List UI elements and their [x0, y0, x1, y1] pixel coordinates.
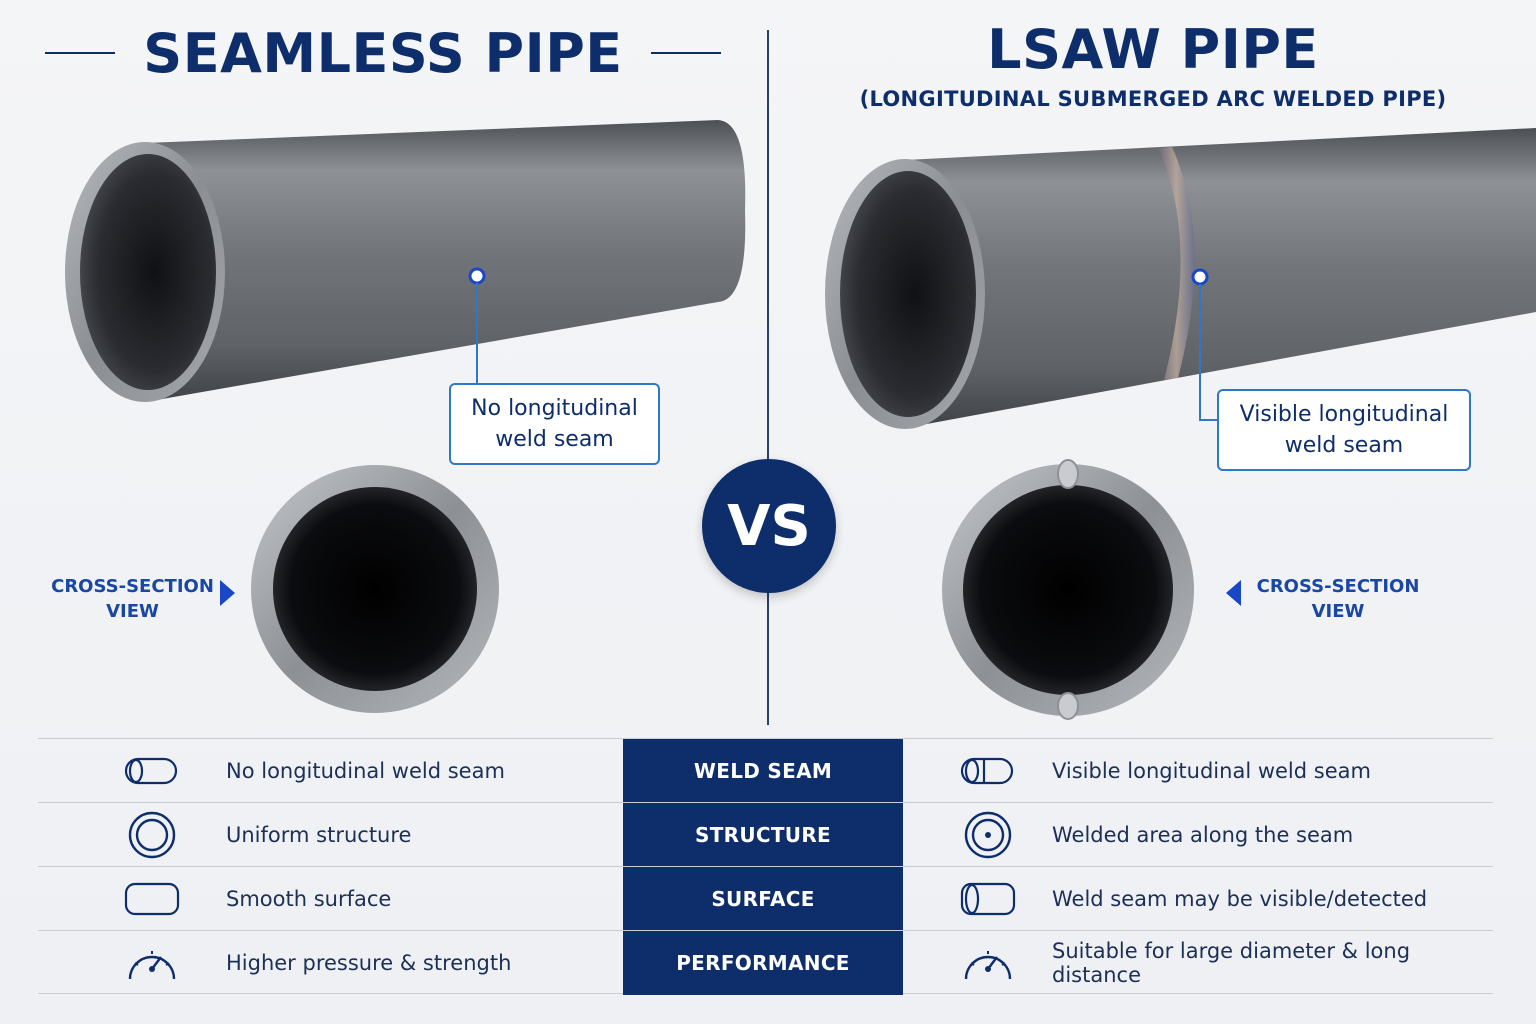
table-row: No longitudinal weld seam WELD SEAM Visi… [38, 738, 1493, 803]
seamless-title-group: SEAMLESS PIPE [0, 18, 766, 88]
lsaw-title: LSAW PIPE [987, 18, 1319, 81]
seamless-cs-line1: CROSS-SECTION [51, 576, 214, 597]
lsaw-performance-text: Suitable for large diameter & long dista… [1052, 939, 1411, 987]
gauge-icon [958, 931, 1018, 995]
seamless-structure-text: Uniform structure [226, 823, 412, 847]
pipe-tube-icon [958, 867, 1018, 931]
seamless-cs-line2: VIEW [106, 601, 159, 622]
pipe-tube-icon [122, 739, 182, 803]
category-weld-seam: WELD SEAM [623, 739, 903, 803]
category-surface: SURFACE [623, 867, 903, 931]
title-rule-left [45, 52, 116, 54]
table-row: Uniform structure STRUCTURE Welded area … [38, 802, 1493, 867]
title-rule-right [650, 52, 721, 54]
category-performance: PERFORMANCE [623, 931, 903, 995]
category-structure: STRUCTURE [623, 803, 903, 867]
lsaw-callout-line1: Visible longitudinal [1239, 402, 1449, 427]
ring-icon [122, 803, 182, 867]
lsaw-title-group: LSAW PIPE (LONGITUDINAL SUBMERGED ARC WE… [770, 18, 1536, 111]
table-row: Smooth surface SURFACE Weld seam may be … [38, 866, 1493, 931]
lsaw-cs-line2: VIEW [1311, 601, 1365, 622]
seamless-title: SEAMLESS PIPE [143, 21, 623, 85]
lsaw-callout-line2: weld seam [1284, 433, 1404, 458]
table-row: Higher pressure & strength PERFORMANCE S… [38, 930, 1493, 995]
lsaw-surface-text: Weld seam may be visible/detected [1052, 887, 1428, 911]
seamless-callout: No longitudinal weld seam [449, 383, 660, 465]
ring-dot-icon [958, 803, 1018, 867]
vs-badge: VS [702, 459, 836, 593]
lsaw-weld-seam-text: Visible longitudinal weld seam [1052, 759, 1371, 783]
lsaw-callout: Visible longitudinal weld seam [1217, 389, 1471, 471]
gauge-icon [122, 931, 182, 995]
pipe-seam-icon [958, 739, 1018, 803]
pipe-illustrations [65, 120, 1536, 720]
seamless-surface-text: Smooth surface [226, 887, 392, 911]
lsaw-structure-text: Welded area along the seam [1052, 823, 1354, 847]
lsaw-subtitle: (LONGITUDINAL SUBMERGED ARC WELDED PIPE) [859, 87, 1447, 111]
seamless-callout-line2: weld seam [495, 427, 614, 452]
lsaw-cs-line1: CROSS-SECTION [1256, 576, 1420, 597]
seamless-callout-line1: No longitudinal [471, 396, 638, 421]
comparison-table: No longitudinal weld seam WELD SEAM Visi… [38, 738, 1493, 995]
seamless-performance-text: Higher pressure & strength [226, 951, 512, 975]
seamless-weld-seam-text: No longitudinal weld seam [226, 759, 505, 783]
seamless-cross-section-label: CROSS-SECTION VIEW [50, 574, 215, 624]
center-divider [767, 30, 769, 725]
rounded-rect-icon [122, 867, 182, 931]
lsaw-cross-section-label: CROSS-SECTION VIEW [1252, 574, 1424, 624]
